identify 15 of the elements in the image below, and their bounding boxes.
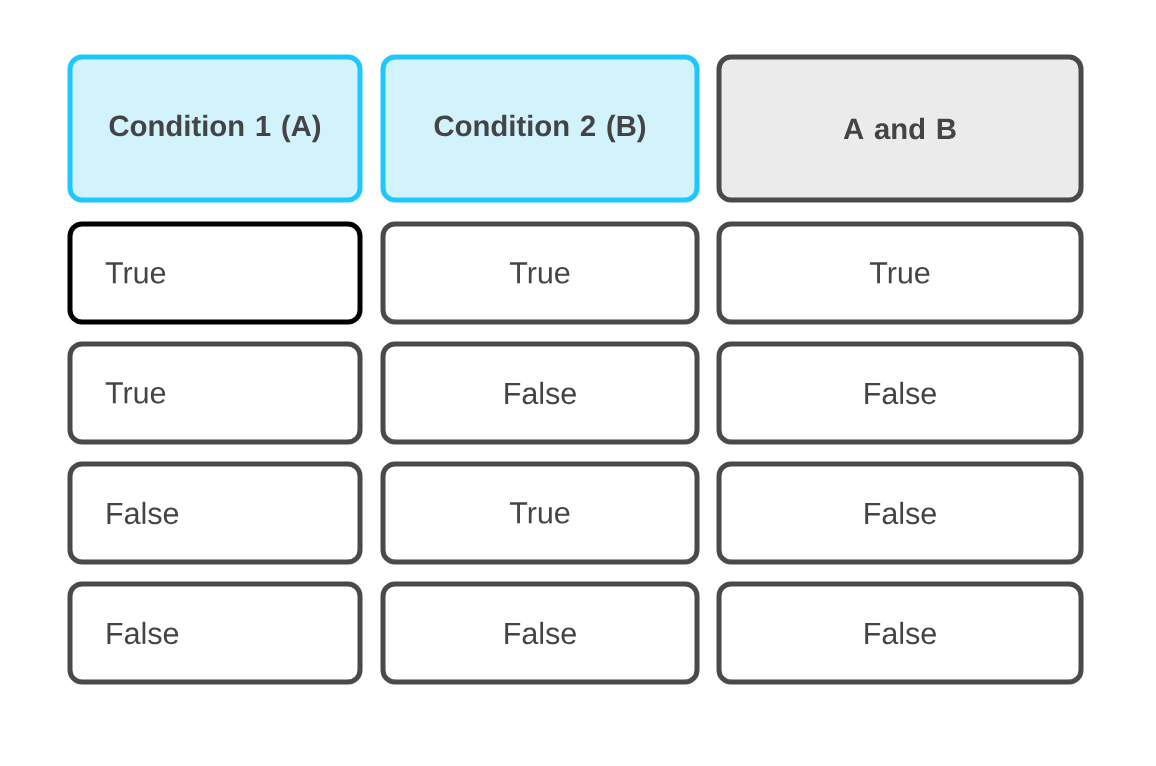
table-cell: True — [67, 221, 363, 325]
table-cell: False — [67, 461, 363, 565]
table-cell: False — [716, 581, 1084, 685]
table-cell: False — [716, 341, 1084, 445]
table-cell: False — [716, 461, 1084, 565]
header-cell: A and B — [716, 54, 1084, 203]
table-cell: True — [380, 221, 700, 325]
table-cell: True — [716, 221, 1084, 325]
header-cell: Condition 2 (B) — [380, 54, 700, 203]
header-cell: Condition 1 (A) — [67, 54, 363, 203]
table-cell: False — [380, 341, 700, 445]
table-cell: False — [380, 581, 700, 685]
table-cell: True — [67, 341, 363, 445]
table-cell: False — [67, 581, 363, 685]
table-cell: True — [380, 461, 700, 565]
